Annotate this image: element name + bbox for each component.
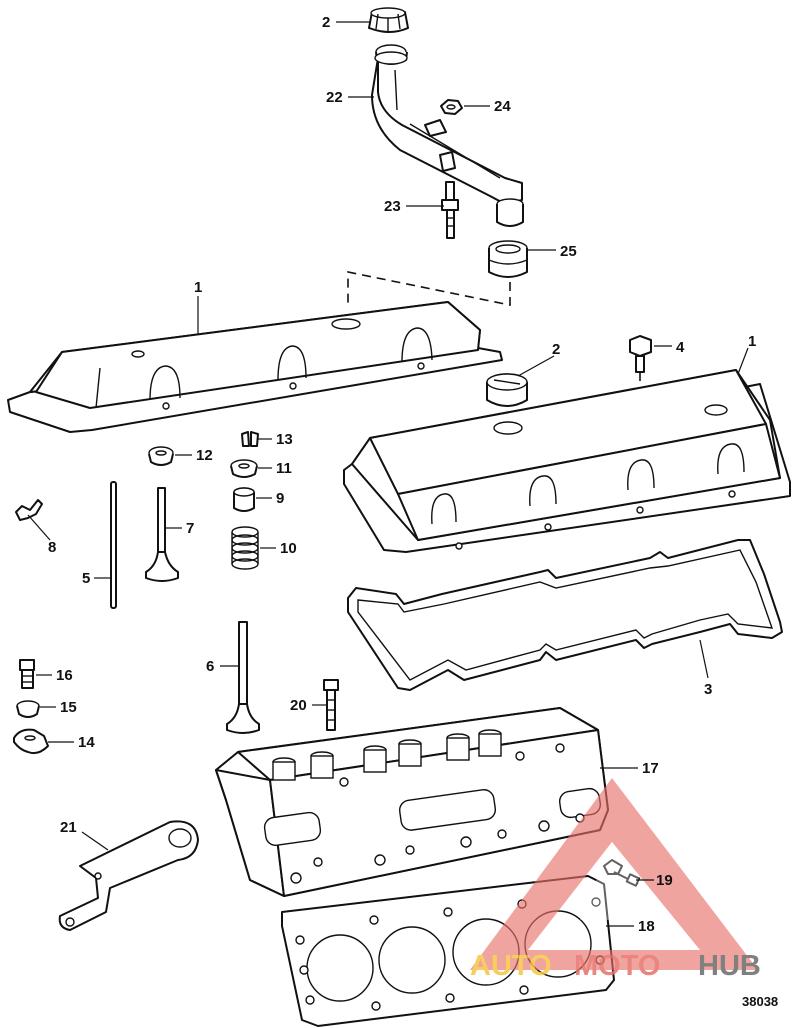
watermark-logo: AUTO MOTO HUB — [470, 778, 761, 982]
callout-18: 18 — [638, 918, 655, 935]
callout-23: 23 — [384, 198, 401, 215]
callout-4: 4 — [676, 339, 685, 356]
guide-clip-8 — [15, 499, 43, 521]
nut-24 — [440, 99, 463, 115]
callout-14: 14 — [78, 734, 95, 751]
cylinder-head-17 — [215, 707, 609, 897]
callout-12: 12 — [196, 447, 213, 464]
callout-17: 17 — [642, 760, 659, 777]
stud-23 — [441, 181, 459, 239]
figure-number: 38038 — [742, 994, 778, 1009]
callout-8: 8 — [48, 539, 56, 556]
callout-9: 9 — [276, 490, 284, 507]
valve-locks-13 — [241, 431, 259, 447]
oil-filler-tube — [371, 44, 524, 227]
valve-cover-left — [7, 301, 503, 433]
spring-retainer-11 — [230, 459, 258, 478]
callout-25: 25 — [560, 243, 577, 260]
grommet-25 — [488, 240, 528, 278]
callout-1-left: 1 — [194, 279, 202, 296]
rocker-arm-14 — [13, 728, 49, 755]
callout-labels: 2 22 24 23 25 1 2 4 1 13 12 11 9 7 8 10 … — [48, 14, 756, 935]
lifting-bracket-21 — [58, 820, 199, 931]
callout-16: 16 — [56, 667, 73, 684]
callout-20: 20 — [290, 697, 307, 714]
callout-21: 21 — [60, 819, 77, 836]
callout-10: 10 — [280, 540, 297, 557]
valve-7 — [145, 487, 179, 582]
callout-6: 6 — [206, 658, 214, 675]
routing-dashed-line — [347, 271, 511, 308]
callout-13: 13 — [276, 431, 293, 448]
watermark-text-hub: HUB — [698, 950, 761, 982]
bolt-19 — [603, 859, 641, 887]
callout-15: 15 — [60, 699, 77, 716]
callout-19: 19 — [656, 872, 673, 889]
leader-lines — [27, 21, 749, 927]
valve-cover-right — [343, 369, 791, 553]
pivot-ball-15 — [16, 700, 40, 718]
valve-cover-gasket — [347, 539, 783, 691]
callout-7: 7 — [186, 520, 194, 537]
valve-6 — [226, 621, 260, 734]
valve-rotator-12 — [148, 446, 174, 466]
rocker-stud-16 — [19, 659, 35, 689]
valve-seal-9 — [233, 487, 255, 512]
callout-2-right: 2 — [552, 341, 560, 358]
watermark-text-moto: MOTO — [574, 950, 660, 982]
head-bolt-20 — [323, 679, 339, 731]
pushrod-5 — [110, 481, 117, 609]
oil-filler-cap-right — [486, 373, 528, 407]
oil-filler-cap-top — [368, 7, 409, 33]
valve-spring-10 — [231, 526, 259, 570]
callout-11: 11 — [276, 460, 292, 477]
callout-24: 24 — [494, 98, 511, 115]
head-valve-springs — [272, 729, 502, 781]
callout-22: 22 — [326, 89, 343, 106]
callout-1-right: 1 — [748, 333, 756, 350]
callout-5: 5 — [82, 570, 90, 587]
callout-2-top: 2 — [322, 14, 330, 31]
callout-3: 3 — [704, 681, 712, 698]
watermark-text-auto: AUTO — [470, 950, 552, 982]
